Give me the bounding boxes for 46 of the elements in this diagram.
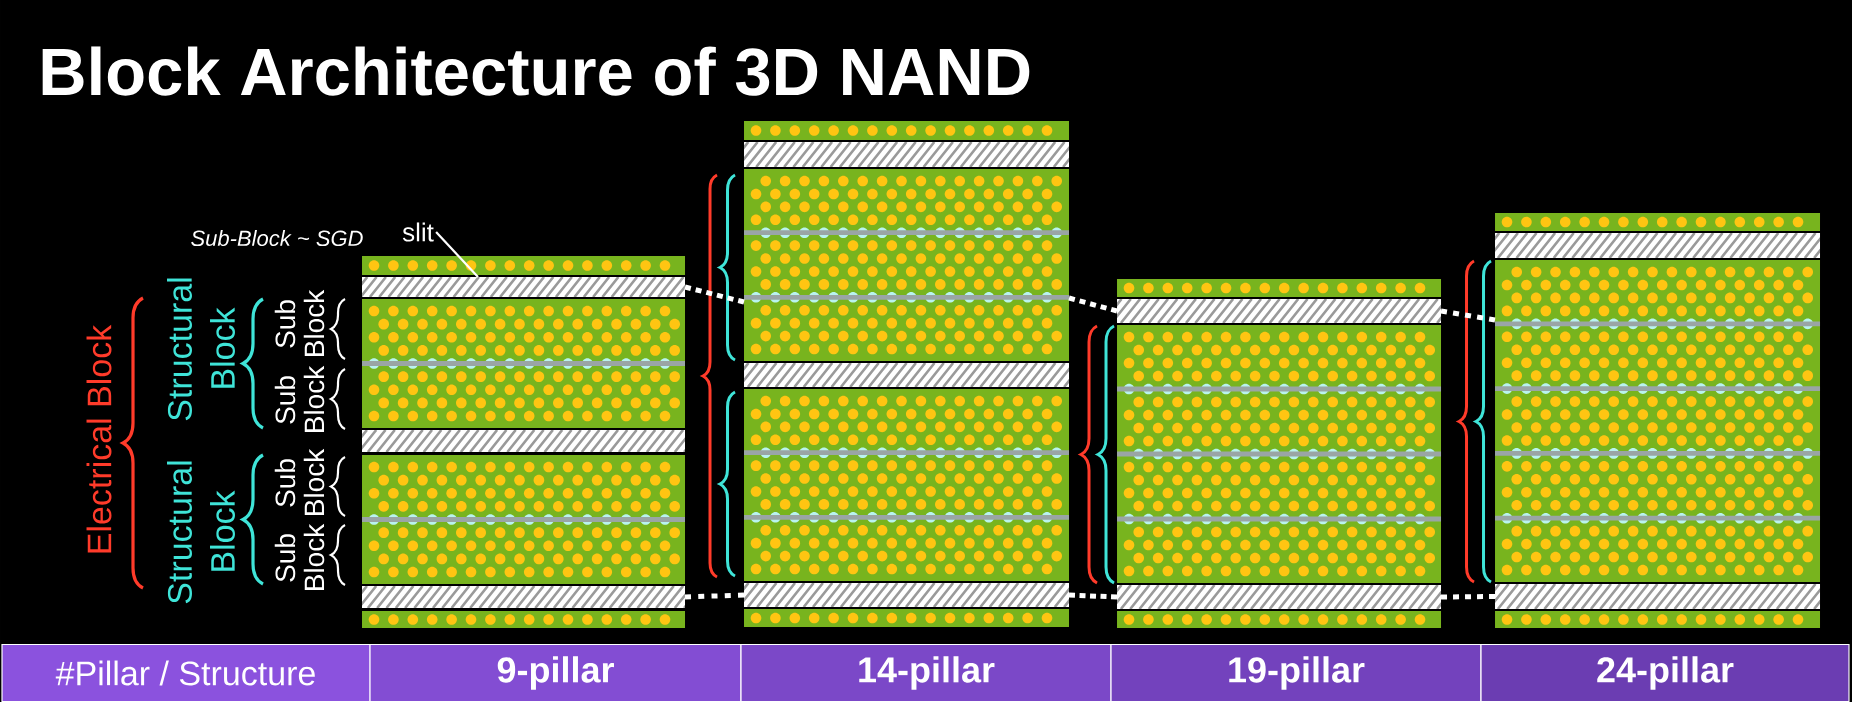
pillar-array	[362, 299, 685, 428]
annotation-text: Sub-Block ~ SGD	[191, 229, 363, 247]
dotted-line	[684, 284, 745, 305]
brace-label: Structural Block	[167, 278, 235, 421]
pillar-array	[1117, 325, 1441, 583]
slit-band	[362, 586, 685, 608]
dotted-line	[1068, 592, 1118, 600]
brace-label: Electrical Block	[86, 324, 112, 553]
slit-band	[744, 142, 1069, 167]
dotted-line	[1441, 594, 1496, 600]
pillar-array	[744, 121, 1069, 140]
table-cell: 14-pillar	[740, 643, 1112, 702]
slit-band	[1117, 299, 1441, 323]
pillar-array	[1117, 279, 1441, 297]
pillar-array	[362, 256, 685, 275]
slit-band	[744, 583, 1069, 607]
pillar-array	[362, 455, 685, 584]
table-cell: 19-pillar	[1110, 643, 1482, 702]
slit-band	[1495, 233, 1820, 258]
brace-label: Sub Block	[274, 448, 325, 515]
brace-label: Sub Block	[274, 523, 325, 590]
pillar-array	[1495, 213, 1820, 231]
pillar-array	[744, 389, 1069, 581]
table-cell: 24-pillar	[1480, 643, 1850, 702]
slit-band	[1117, 585, 1441, 609]
pillar-array	[744, 609, 1069, 627]
slit-band	[362, 430, 685, 452]
callout-text: slit	[402, 222, 434, 242]
pillar-array	[1495, 260, 1820, 582]
brace-label: Sub Block	[274, 365, 325, 432]
title: Block Architecture of 3D NAND	[42, 46, 1030, 96]
pillar-array	[1117, 611, 1441, 628]
dotted-line	[1440, 308, 1496, 323]
pillar-array	[362, 611, 685, 628]
brace-label: Sub Block	[274, 289, 325, 356]
brace-label: Structural Block	[167, 461, 235, 604]
dotted-line	[1068, 295, 1118, 314]
pillar-array	[744, 169, 1069, 361]
pillar-array	[1495, 611, 1820, 628]
slit-band	[744, 363, 1069, 387]
dotted-line	[684, 592, 745, 600]
header-cell: #Pillar / Structure	[1, 643, 371, 702]
table-cell: 9-pillar	[369, 643, 742, 702]
leader-line	[435, 231, 479, 278]
slit-band	[362, 277, 685, 297]
slit-band	[1495, 584, 1820, 609]
